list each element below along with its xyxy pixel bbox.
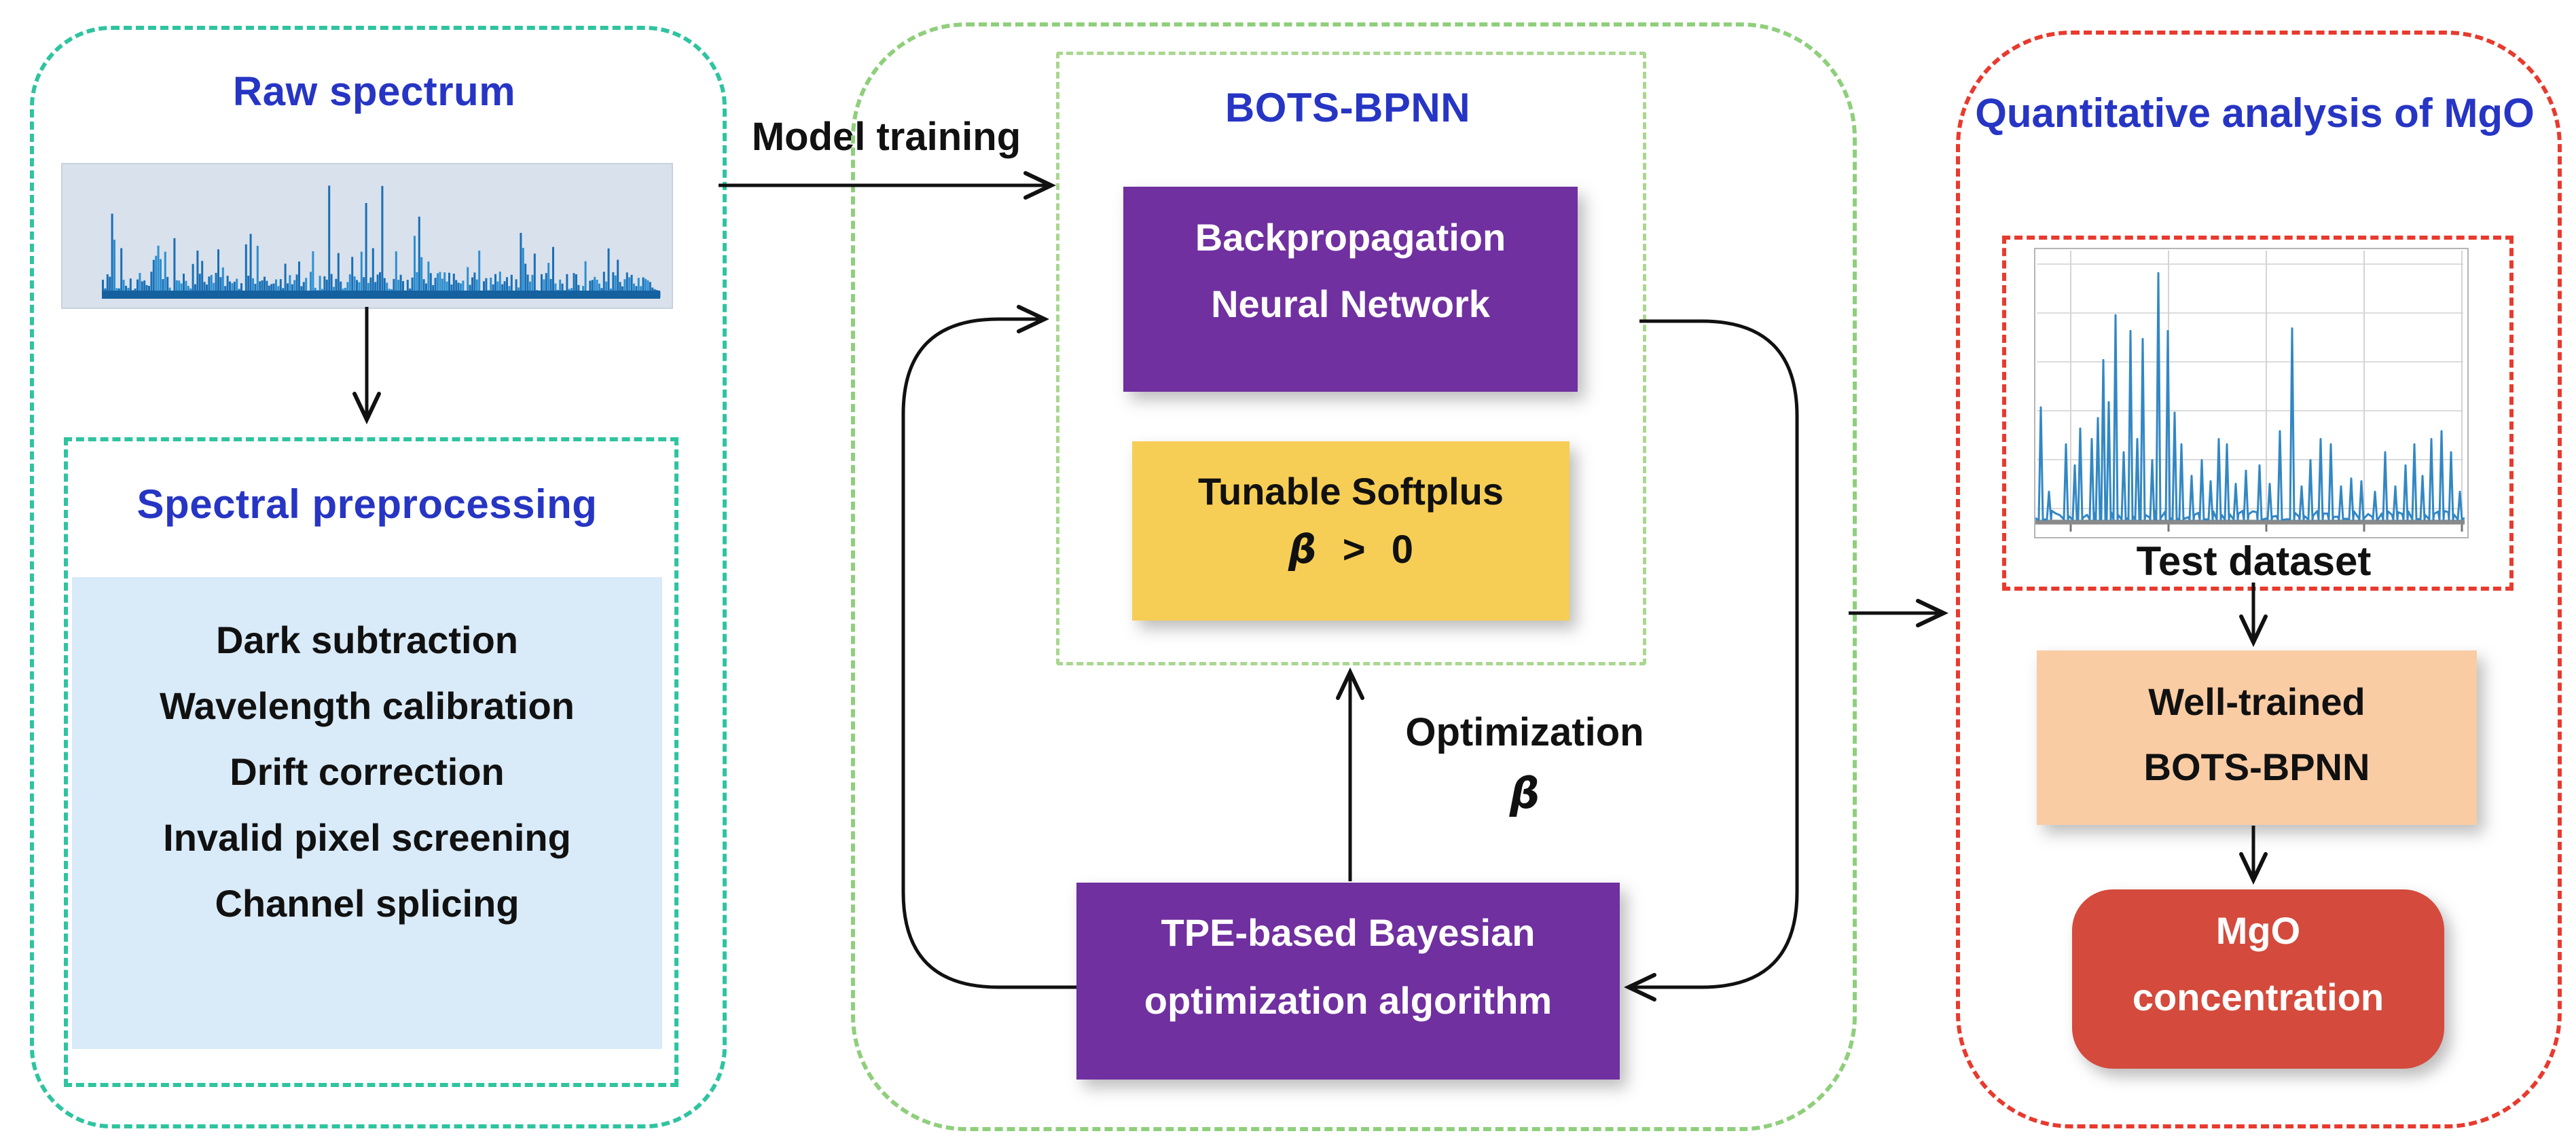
raw-spectrum-image [61,163,673,309]
test-dataset-box [2002,236,2514,591]
test-dataset-label: Test dataset [2136,538,2372,584]
preprocessing-list: Dark subtraction Wavelength calibration … [72,577,662,1049]
softplus-title: Tunable Softplus [1197,470,1504,513]
analysis-title: Quantitative analysis of MgO [1975,90,2535,136]
well-trained-line-2: BOTS-BPNN [2143,745,2370,788]
preprocessing-item-wavelength-calibration: Wavelength calibration [160,684,575,727]
optimization-label: Optimization β [1385,709,1664,831]
tpe-line-1: TPE-based Bayesian [1161,911,1536,954]
bpnn-line-2: Neural Network [1211,282,1490,325]
mgo-concentration-box: MgO concentration [2072,889,2444,1069]
tpe-box: TPE-based Bayesian optimization algorith… [1076,883,1620,1080]
softplus-inequality: > 0 [1342,528,1413,572]
softplus-condition: β > 0 [1132,520,1570,579]
bots-bpnn-title: BOTS-BPNN [1224,85,1471,130]
bpnn-box: Backpropagation Neural Network [1123,187,1578,392]
mgo-line-1: MgO [2215,909,2301,952]
preprocessing-item-dark-subtraction: Dark subtraction [216,619,518,661]
well-trained-line-1: Well-trained [2148,680,2365,723]
test-dataset-plot [2035,251,2465,532]
preprocessing-title: Spectral preprocessing [137,481,598,527]
preprocessing-item-invalid-pixel-screening: Invalid pixel screening [163,816,571,859]
raw-spectrum-plot [102,185,661,299]
optimization-text: Optimization [1405,710,1644,754]
analysis-panel [1956,31,2562,1128]
tpe-line-2: optimization algorithm [1144,979,1553,1022]
optimization-beta-symbol: β [1509,769,1540,818]
preprocessing-box [64,437,678,1087]
beta-symbol: β [1288,526,1317,572]
raw-spectrum-panel [30,26,727,1128]
bpnn-line-1: Backpropagation [1195,216,1506,259]
raw-spectrum-title: Raw spectrum [232,69,516,114]
model-panel [851,22,1857,1131]
preprocessing-item-drift-correction: Drift correction [230,750,505,793]
softplus-box: Tunable Softplus β > 0 [1132,441,1570,621]
test-dataset-chart [2034,248,2469,538]
well-trained-box: Well-trained BOTS-BPNN [2037,650,2477,825]
mgo-line-2: concentration [2132,976,2384,1018]
preprocessing-item-channel-splicing: Channel splicing [215,882,520,925]
